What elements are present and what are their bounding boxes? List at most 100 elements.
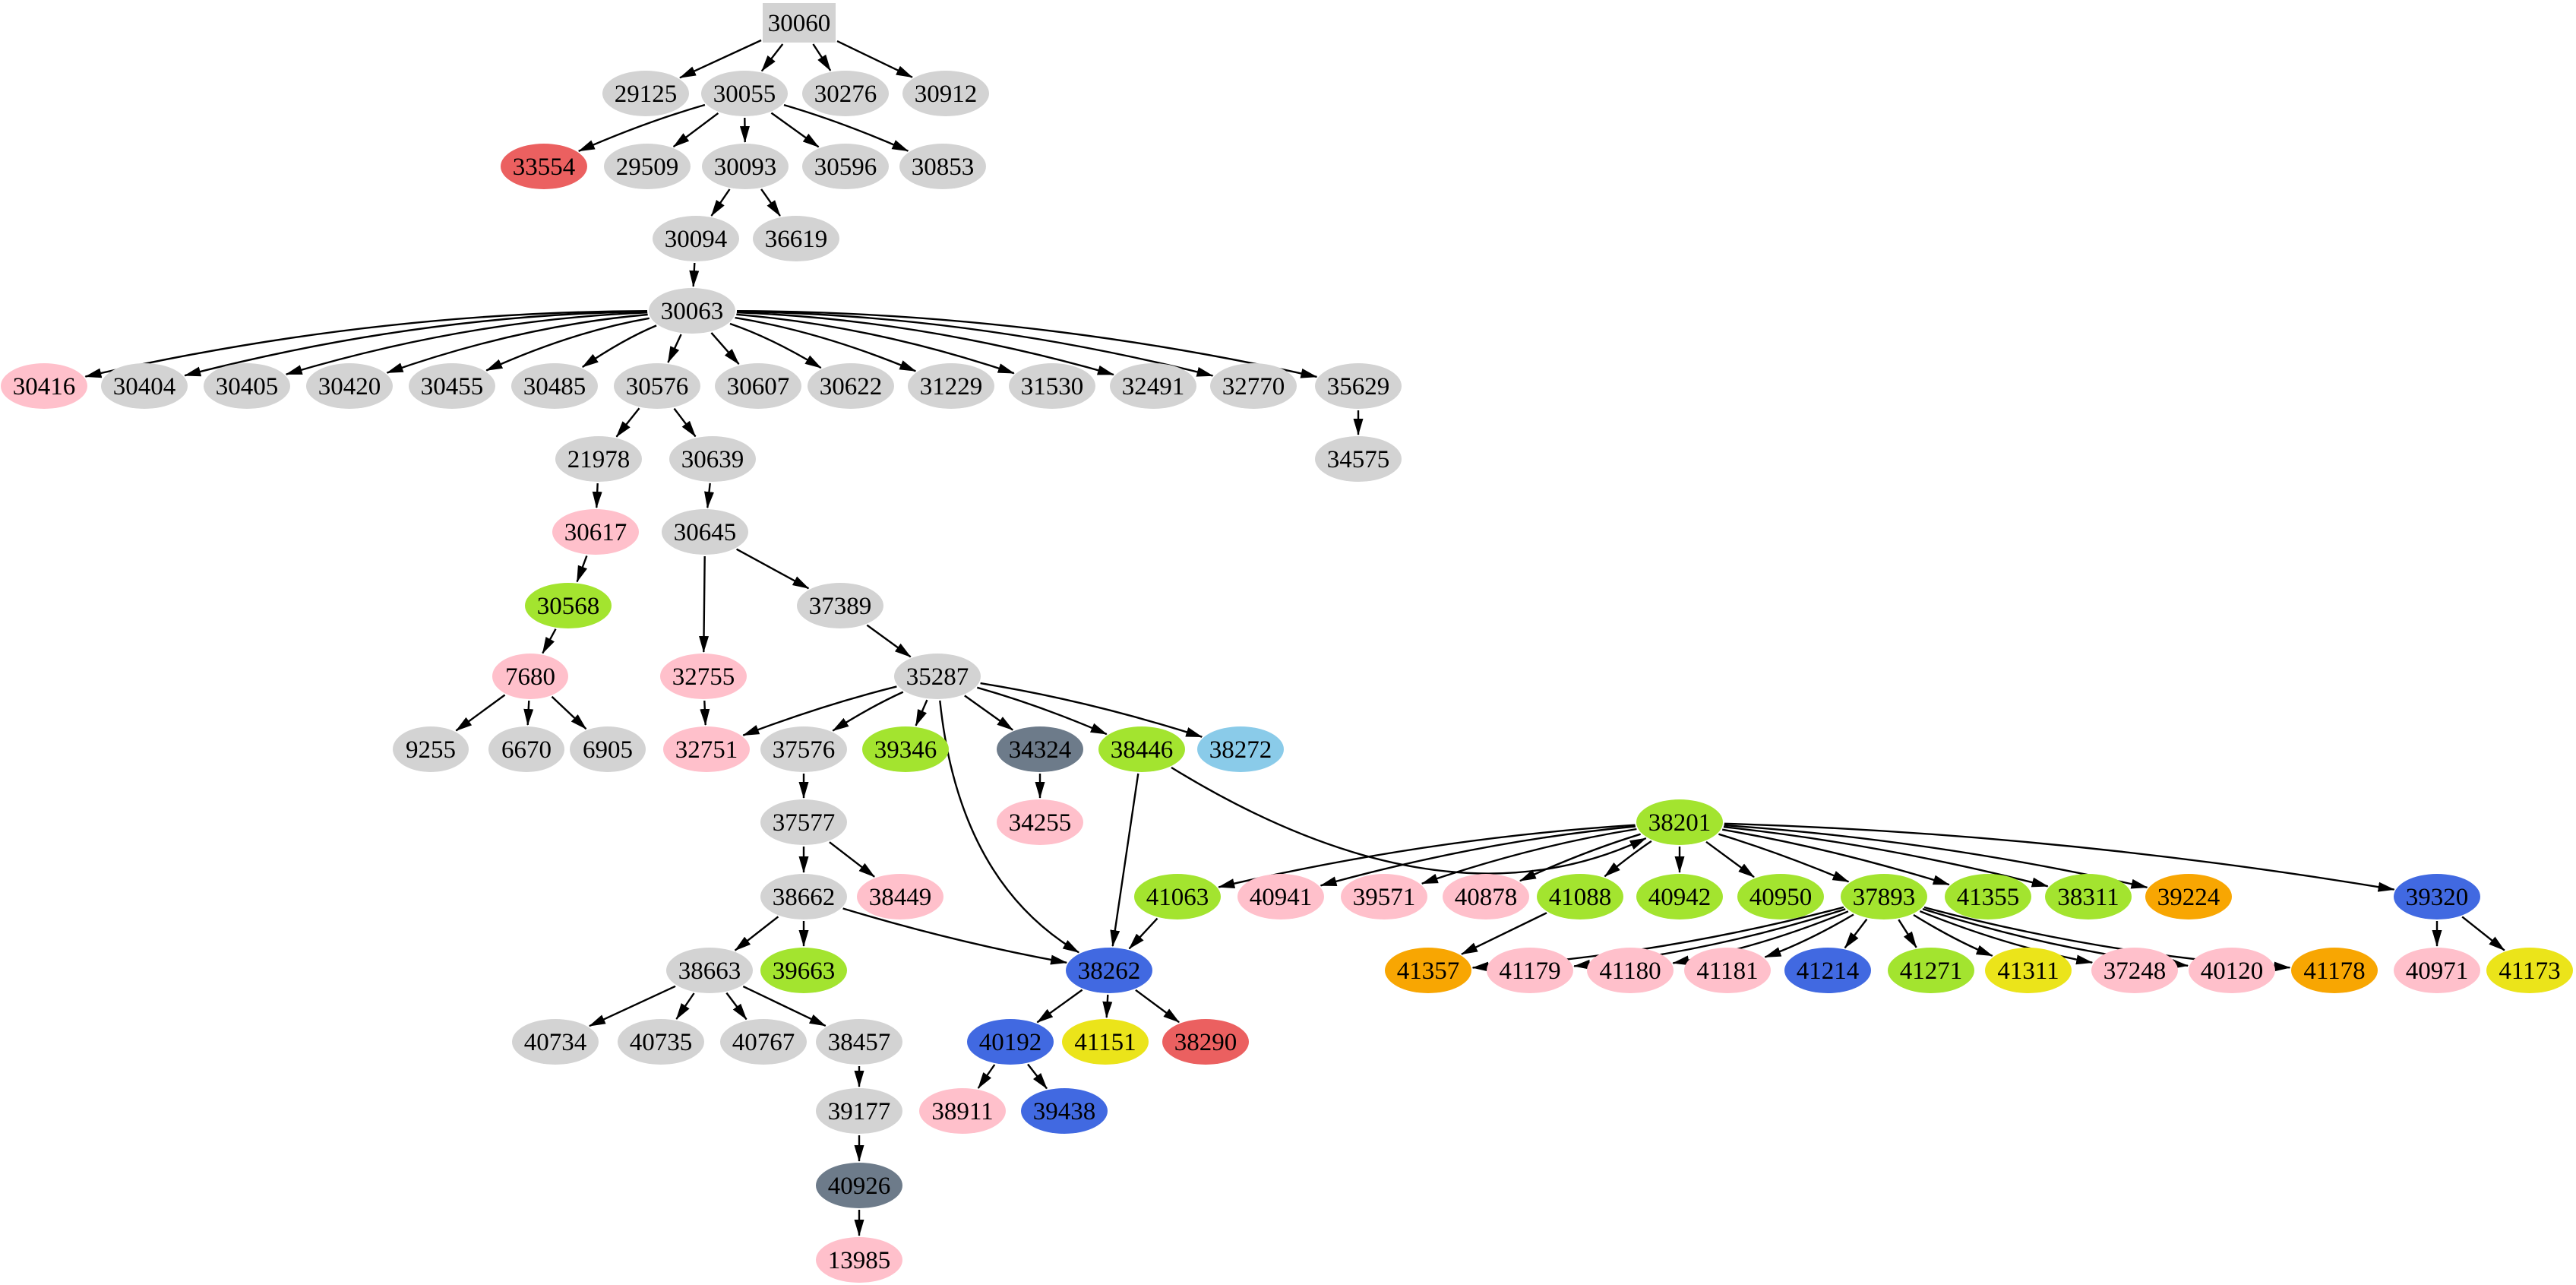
edge-30055-29509: [672, 112, 719, 148]
edge-30063-30576: [667, 334, 682, 363]
node-label-30455: 30455: [421, 373, 484, 400]
node-shape-30639: [669, 436, 756, 482]
node-31530: 31530: [1009, 363, 1095, 409]
node-shape-30596: [802, 144, 889, 189]
node-shape-41179: [1487, 948, 1573, 993]
edge-38201-37893: [1718, 833, 1850, 883]
node-label-30405: 30405: [216, 373, 279, 400]
node-label-32755: 32755: [672, 663, 735, 691]
node-32751: 32751: [663, 726, 750, 772]
node-shape-33554: [501, 144, 587, 189]
node-label-41181: 41181: [1696, 957, 1758, 985]
node-30405: 30405: [204, 363, 290, 409]
node-label-30596: 30596: [814, 154, 877, 181]
node-shape-37576: [760, 726, 847, 772]
edge-30645-37389: [736, 548, 810, 590]
node-shape-7680: [492, 654, 568, 699]
node-label-39571: 39571: [1353, 884, 1416, 911]
node-7680: 7680: [492, 654, 568, 699]
node-label-32751: 32751: [675, 736, 738, 764]
edge-30063-35629: [736, 310, 1318, 378]
node-label-40950: 40950: [1749, 884, 1813, 911]
node-shape-32491: [1110, 363, 1196, 409]
node-shape-38272: [1197, 726, 1284, 772]
node-shape-38290: [1162, 1019, 1249, 1065]
node-38662: 38662: [760, 874, 847, 919]
node-41180: 41180: [1587, 948, 1674, 993]
edge-30063-32770: [736, 310, 1214, 377]
node-shape-29125: [602, 71, 689, 116]
node-label-38262: 38262: [1078, 957, 1141, 985]
edge-30639-30645: [704, 483, 714, 509]
node-37576: 37576: [760, 726, 847, 772]
node-shape-29509: [604, 144, 691, 189]
edge-38201-40950: [1705, 840, 1755, 878]
node-shape-36619: [753, 216, 839, 261]
edge-38663-40735: [675, 992, 695, 1020]
node-label-41063: 41063: [1146, 884, 1209, 911]
node-shape-31530: [1009, 363, 1095, 409]
node-38290: 38290: [1162, 1019, 1249, 1065]
node-shape-34324: [997, 726, 1083, 772]
node-40950: 40950: [1737, 874, 1824, 919]
edge-38663-40767: [725, 992, 748, 1021]
node-label-30607: 30607: [727, 373, 790, 400]
edge-35287-34324: [964, 695, 1014, 731]
node-shape-37248: [2091, 948, 2178, 993]
edge-37389-35287: [866, 624, 912, 658]
node-40767: 40767: [720, 1019, 807, 1065]
edge-30063-31229: [735, 316, 917, 372]
node-shape-37389: [797, 583, 883, 628]
node-30576: 30576: [614, 363, 700, 409]
node-label-39663: 39663: [773, 957, 836, 985]
node-40941: 40941: [1237, 874, 1324, 919]
node-shape-38662: [760, 874, 847, 919]
node-shape-30617: [552, 509, 639, 555]
node-label-40878: 40878: [1455, 884, 1518, 911]
node-shape-30568: [525, 583, 612, 628]
node-shape-38262: [1066, 948, 1152, 993]
node-shape-30576: [614, 363, 700, 409]
node-label-33554: 33554: [513, 154, 576, 181]
node-shape-39320: [2394, 874, 2480, 919]
node-30639: 30639: [669, 436, 756, 482]
node-shape-30060: [763, 3, 836, 43]
edge-30063-30455: [485, 317, 650, 372]
node-33554: 33554: [501, 144, 587, 189]
edge-30093-30094: [710, 188, 731, 217]
edge-30063-30485: [581, 324, 657, 368]
node-41311: 41311: [1985, 948, 2072, 993]
node-32755: 32755: [660, 654, 747, 699]
edge-35287-38446: [976, 686, 1108, 736]
node-31229: 31229: [908, 363, 994, 409]
edge-30576-21978: [615, 407, 640, 438]
node-shape-41181: [1684, 948, 1771, 993]
edge-30063-30622: [729, 322, 822, 369]
node-shape-41357: [1385, 948, 1471, 993]
node-shape-38201: [1636, 799, 1723, 845]
edge-30063-30404: [184, 310, 648, 377]
node-shape-30853: [899, 144, 986, 189]
node-shape-31229: [908, 363, 994, 409]
node-30420: 30420: [306, 363, 393, 409]
node-shape-6905: [570, 726, 646, 772]
node-40878: 40878: [1443, 874, 1529, 919]
node-35287: 35287: [894, 654, 981, 699]
edge-38201-39571: [1421, 828, 1637, 885]
edge-32755-32751: [700, 700, 710, 726]
node-shape-41271: [1888, 948, 1974, 993]
node-shape-38911: [919, 1088, 1006, 1134]
node-label-29125: 29125: [615, 81, 678, 108]
node-label-38911: 38911: [931, 1098, 993, 1125]
node-38449: 38449: [857, 874, 943, 919]
node-label-39177: 39177: [828, 1098, 891, 1125]
node-21978: 21978: [555, 436, 642, 482]
node-shape-30416: [1, 363, 87, 409]
node-shape-38446: [1098, 726, 1185, 772]
node-30485: 30485: [511, 363, 598, 409]
node-shape-30055: [701, 71, 788, 116]
node-13985: 13985: [816, 1237, 902, 1283]
edge-30060-30276: [812, 43, 832, 71]
node-label-40926: 40926: [828, 1173, 891, 1200]
node-label-39320: 39320: [2406, 884, 2469, 911]
